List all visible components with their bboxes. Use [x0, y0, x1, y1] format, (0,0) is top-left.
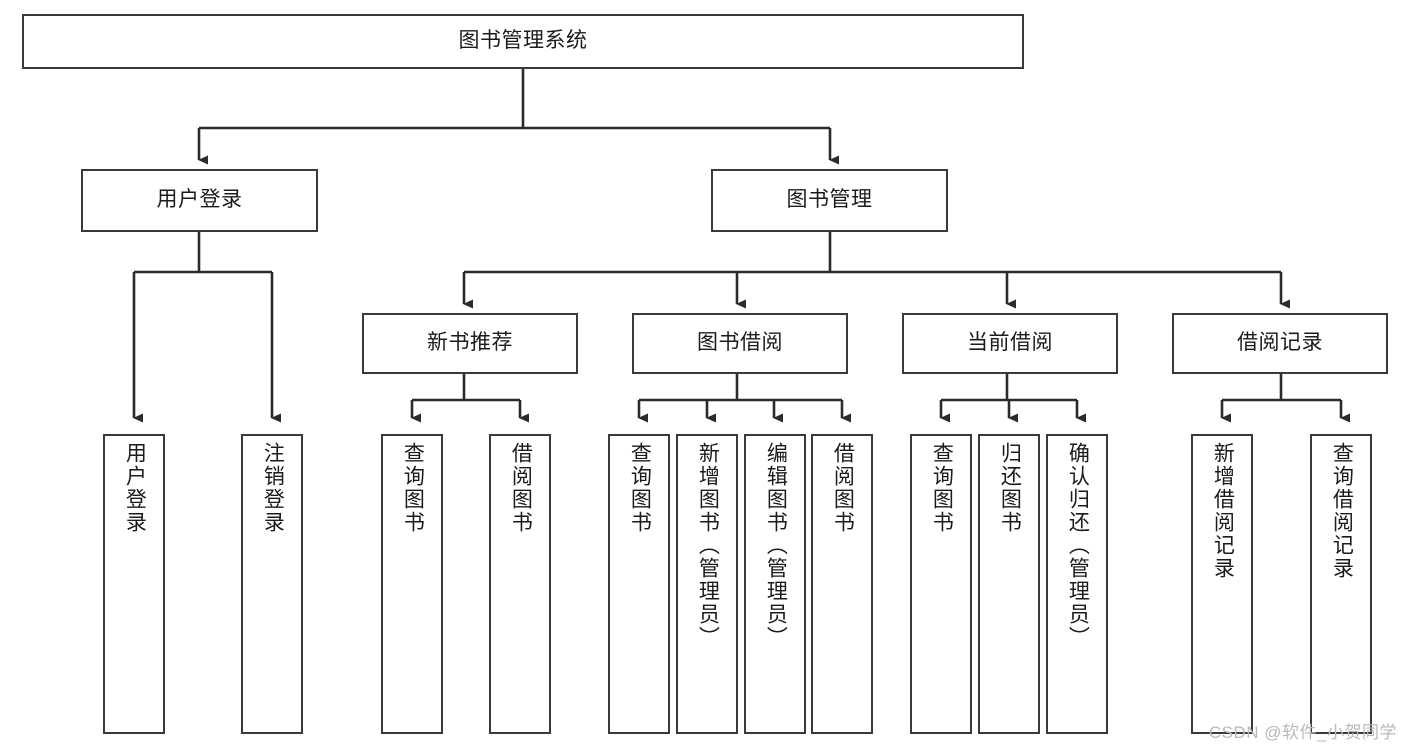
node-leaf-borrow-add-book[interactable]: 新增图书（管理员）: [676, 434, 738, 734]
node-leaf-borrow-query[interactable]: 查询图书: [608, 434, 670, 734]
node-leaf-current-query[interactable]: 查询图书: [910, 434, 972, 734]
node-leaf-user-login[interactable]: 用户登录: [103, 434, 165, 734]
node-leaf-borrow-edit-book-label: 编辑图书（管理员）: [764, 442, 788, 649]
node-book-management-label: 图书管理: [786, 188, 873, 212]
node-root[interactable]: 图书管理系统: [22, 14, 1024, 69]
node-book-management[interactable]: 图书管理: [711, 169, 948, 232]
node-leaf-user-logout-label: 注销登录: [261, 442, 285, 534]
node-leaf-record-query[interactable]: 查询借阅记录: [1310, 434, 1372, 734]
node-leaf-current-return-label: 归还图书: [998, 442, 1022, 534]
node-book-borrow-label: 图书借阅: [697, 331, 783, 355]
node-leaf-newbook-borrow[interactable]: 借阅图书: [489, 434, 551, 734]
node-leaf-newbook-query[interactable]: 查询图书: [381, 434, 443, 734]
node-leaf-borrow-lend-book-label: 借阅图书: [831, 442, 855, 534]
node-leaf-borrow-add-book-label: 新增图书（管理员）: [696, 442, 720, 649]
csdn-watermark: CSDN @软件_小贺同学: [1208, 723, 1397, 742]
node-user-login[interactable]: 用户登录: [81, 169, 318, 232]
node-leaf-user-login-label: 用户登录: [123, 442, 147, 534]
node-leaf-user-logout[interactable]: 注销登录: [241, 434, 303, 734]
node-leaf-record-add[interactable]: 新增借阅记录: [1191, 434, 1253, 734]
node-leaf-borrow-edit-book[interactable]: 编辑图书（管理员）: [744, 434, 806, 734]
node-borrow-record-label: 借阅记录: [1237, 331, 1323, 355]
node-leaf-record-query-label: 查询借阅记录: [1330, 442, 1354, 580]
node-root-label: 图书管理系统: [458, 29, 588, 53]
node-new-book-recommend[interactable]: 新书推荐: [362, 313, 578, 374]
node-leaf-newbook-query-label: 查询图书: [401, 442, 425, 534]
node-leaf-current-confirm-return-label: 确认归还（管理员）: [1066, 442, 1090, 649]
node-current-borrow-label: 当前借阅: [967, 331, 1053, 355]
node-current-borrow[interactable]: 当前借阅: [902, 313, 1118, 374]
node-leaf-current-confirm-return[interactable]: 确认归还（管理员）: [1046, 434, 1108, 734]
node-leaf-borrow-lend-book[interactable]: 借阅图书: [811, 434, 873, 734]
node-leaf-current-query-label: 查询图书: [930, 442, 954, 534]
node-new-book-recommend-label: 新书推荐: [427, 331, 513, 355]
node-user-login-label: 用户登录: [156, 188, 243, 212]
node-leaf-record-add-label: 新增借阅记录: [1211, 442, 1235, 580]
node-leaf-borrow-query-label: 查询图书: [628, 442, 652, 534]
node-book-borrow[interactable]: 图书借阅: [632, 313, 848, 374]
node-borrow-record[interactable]: 借阅记录: [1172, 313, 1388, 374]
node-leaf-current-return[interactable]: 归还图书: [978, 434, 1040, 734]
node-leaf-newbook-borrow-label: 借阅图书: [509, 442, 533, 534]
